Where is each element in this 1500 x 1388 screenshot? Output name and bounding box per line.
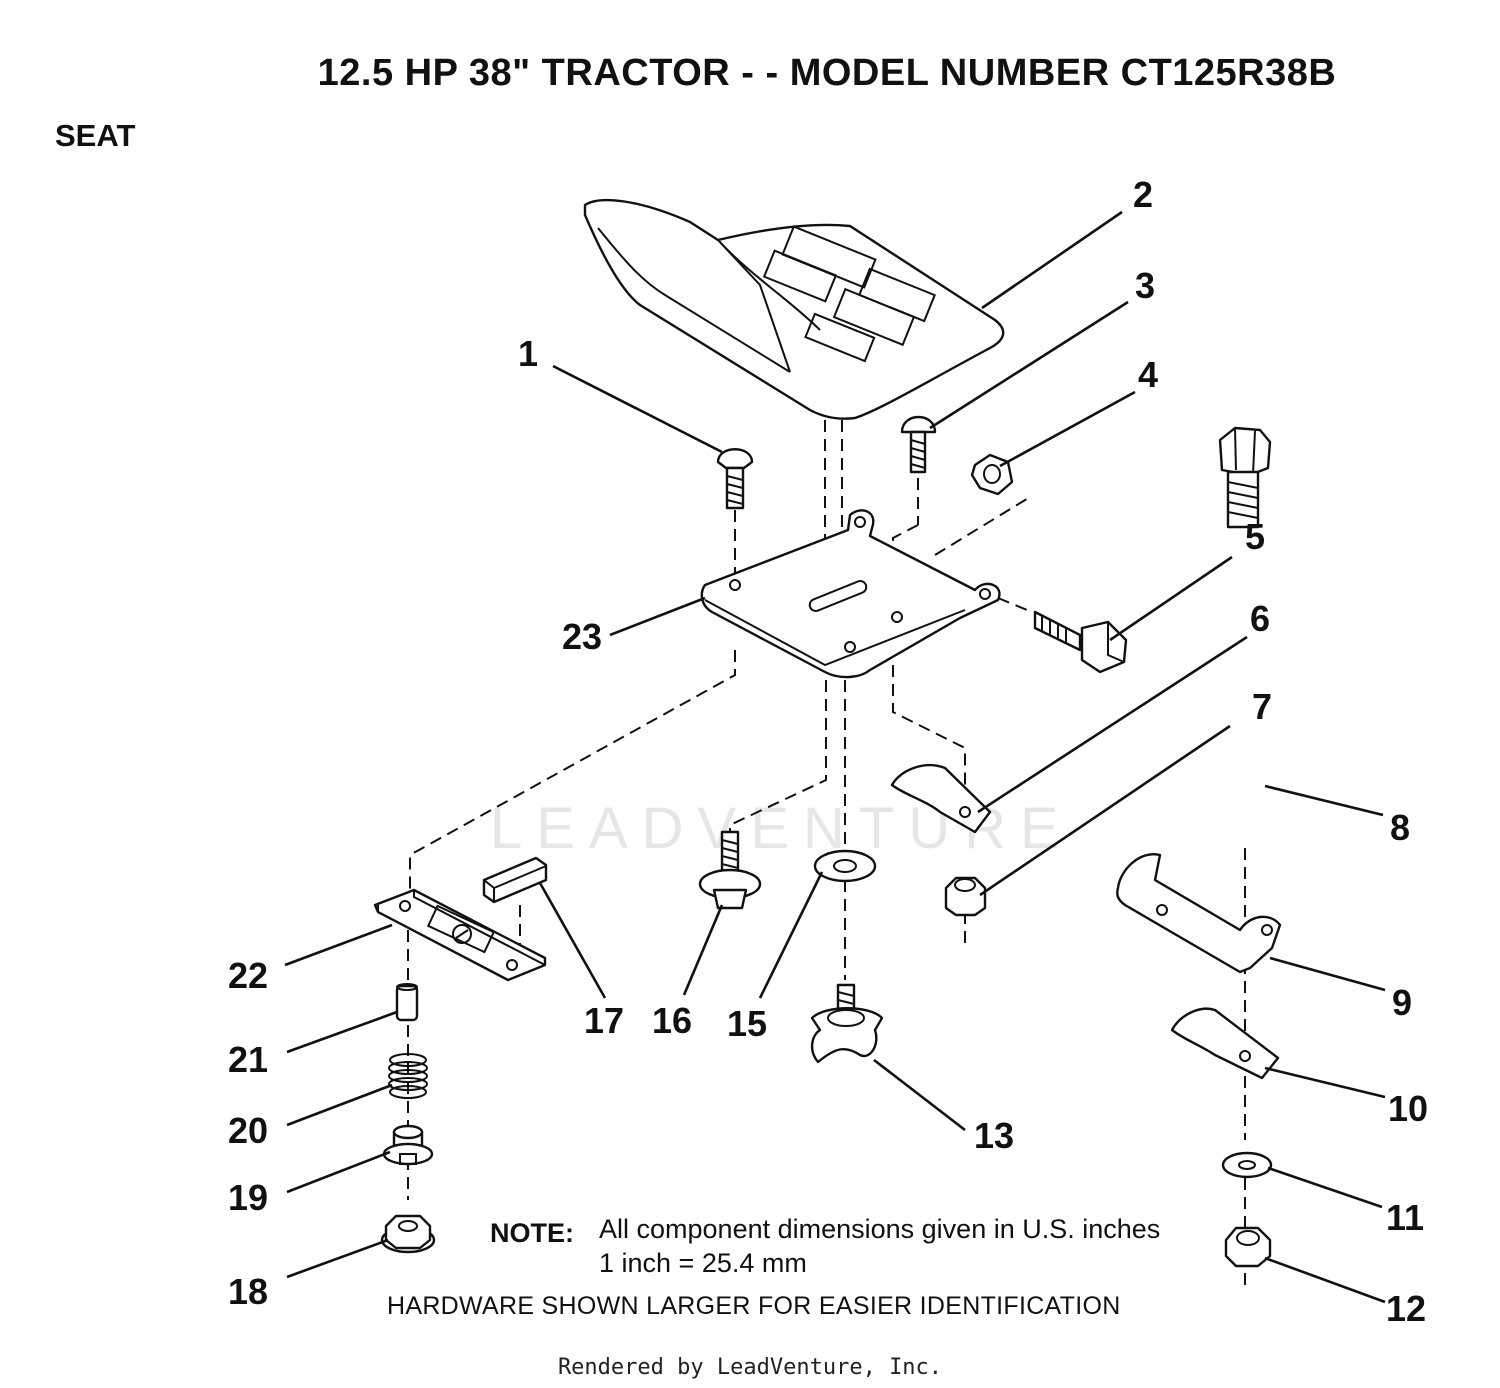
callout-8: 8 (1390, 807, 1411, 848)
hex-nut-part-4 (970, 453, 1014, 496)
callout-22: 22 (228, 955, 269, 996)
round-head-bolt-part-3 (900, 415, 937, 474)
callout-3: 3 (1135, 265, 1156, 306)
shoulder-bolt-part-16 (698, 830, 762, 910)
seat-plate-part-23 (700, 509, 1001, 679)
slide-plate-part-22 (373, 888, 547, 982)
callout-16: 16 (652, 1000, 693, 1041)
callout-10: 10 (1388, 1088, 1429, 1129)
note-label: NOTE: (490, 1218, 574, 1248)
spring-part-20 (388, 1053, 428, 1099)
callout-9: 9 (1392, 982, 1413, 1023)
callout-15: 15 (727, 1003, 768, 1044)
callout-19: 19 (228, 1177, 269, 1218)
lock-nut-part-7 (944, 876, 987, 917)
callout-23: 23 (562, 616, 603, 657)
carriage-bolt-part-1 (716, 448, 754, 510)
bushing-part-19 (382, 1124, 434, 1166)
hex-bolt-part-5 (1033, 610, 1128, 674)
callout-18: 18 (228, 1271, 269, 1312)
note-dimensions-text: All component dimensions given in U.S. i… (599, 1214, 1161, 1244)
callout-6: 6 (1250, 598, 1271, 639)
pad-part-17 (482, 856, 548, 904)
washer-part-11 (1221, 1151, 1273, 1179)
washer-part-15 (813, 849, 877, 883)
callout-20: 20 (228, 1110, 269, 1151)
flange-nut-part-18 (380, 1214, 436, 1254)
hex-bolt-part-8 (1218, 426, 1272, 529)
callout-leader-lines (284, 210, 1386, 1304)
callout-1: 1 (518, 333, 539, 374)
callout-12: 12 (1386, 1288, 1427, 1329)
callout-13: 13 (974, 1115, 1015, 1156)
footer-credit: Rendered by LeadVenture, Inc. (557, 1355, 943, 1380)
pin-part-21 (395, 983, 419, 1022)
section-title: SEAT (55, 118, 136, 153)
callout-21: 21 (228, 1039, 269, 1080)
hardware-note: HARDWARE SHOWN LARGER FOR EASIER IDENTIF… (387, 1292, 1121, 1320)
callout-17: 17 (584, 1000, 625, 1041)
note-conversion-text: 1 inch = 25.4 mm (599, 1248, 807, 1278)
bracket-part-9 (1116, 853, 1282, 974)
seat-pan-part-2 (583, 198, 1005, 420)
diagram-title: 12.5 HP 38" TRACTOR - - MODEL NUMBER CT1… (317, 52, 1337, 94)
callout-7: 7 (1252, 686, 1273, 727)
lock-nut-part-12 (1224, 1226, 1272, 1268)
callout-2: 2 (1133, 174, 1154, 215)
clip-part-10 (1170, 1007, 1280, 1080)
knob-part-13 (810, 983, 884, 1064)
callout-4: 4 (1138, 354, 1159, 395)
clip-part-6 (890, 763, 992, 834)
callout-5: 5 (1245, 516, 1266, 557)
callout-11: 11 (1386, 1197, 1425, 1238)
